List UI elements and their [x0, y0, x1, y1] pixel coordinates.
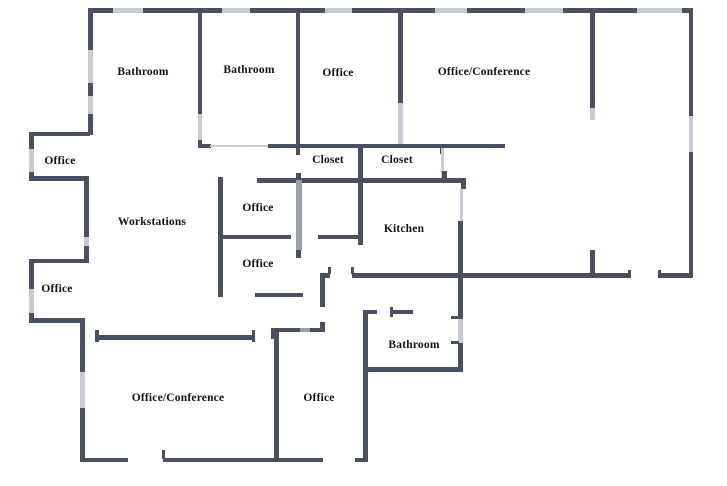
wall-segment: [442, 171, 447, 179]
wall-segment: [270, 327, 275, 339]
window-segment: [525, 8, 563, 13]
window-segment: [441, 148, 444, 178]
room-label-office-conference-top: Office/Conference: [437, 66, 531, 78]
wall-segment: [295, 250, 301, 258]
wall-segment: [358, 143, 363, 245]
room-label-bathroom-top-left: Bathroom: [117, 66, 169, 78]
room-label-bathroom-bottom: Bathroom: [388, 339, 440, 351]
window-segment: [29, 289, 34, 313]
wall-segment: [163, 457, 323, 462]
window-segment: [88, 96, 93, 114]
wall-segment: [461, 178, 466, 189]
wall-segment: [451, 315, 459, 319]
wall-segment: [320, 273, 325, 307]
room-label-closet-left: Closet: [312, 154, 344, 166]
window-segment: [435, 8, 467, 13]
room-label-closet-right: Closet: [381, 154, 413, 166]
wall-segment: [272, 327, 322, 332]
wall-segment: [97, 335, 253, 340]
window-segment: [29, 149, 34, 172]
window-segment: [84, 237, 89, 246]
window-segment: [80, 372, 85, 408]
room-label-office-conference-bottom: Office/Conference: [131, 392, 225, 404]
wall-segment: [268, 143, 505, 148]
wall-segment: [162, 450, 165, 459]
wall-segment: [658, 270, 661, 278]
wall-segment: [451, 341, 459, 344]
wall-segment: [363, 309, 377, 314]
wall-segment: [320, 322, 325, 332]
wall-segment: [31, 176, 88, 181]
room-label-office-middle-upper: Office: [242, 202, 274, 214]
wall-segment: [590, 8, 595, 108]
wall-segment: [363, 367, 459, 372]
room-label-kitchen: Kitchen: [383, 223, 425, 235]
wall-segment: [458, 343, 463, 372]
wall-segment: [31, 258, 86, 263]
wall-segment: [352, 273, 630, 278]
wall-segment: [458, 221, 463, 319]
wall-segment: [590, 250, 595, 275]
partition-segment: [300, 327, 310, 332]
room-label-office-bottom: Office: [303, 392, 335, 404]
room-label-office-top: Office: [322, 67, 354, 79]
window-segment: [210, 144, 268, 147]
wall-segment: [82, 457, 128, 462]
wall-segment: [355, 457, 367, 462]
window-segment: [590, 108, 595, 120]
wall-segment: [257, 178, 466, 183]
window-segment: [637, 8, 682, 13]
window-segment: [88, 50, 93, 83]
wall-segment: [296, 172, 301, 179]
window-segment: [458, 319, 463, 343]
window-segment: [398, 103, 403, 145]
wall-segment: [295, 8, 300, 155]
window-segment: [325, 8, 352, 13]
window-segment: [688, 116, 693, 152]
wall-segment: [322, 273, 330, 278]
wall-segment: [255, 292, 303, 297]
wall-segment: [328, 267, 331, 274]
window-segment: [113, 8, 143, 13]
wall-segment: [660, 273, 693, 278]
room-label-office-left-lower: Office: [41, 283, 73, 295]
wall-segment: [84, 176, 89, 263]
window-segment: [459, 189, 463, 221]
window-segment: [197, 114, 202, 140]
wall-segment: [318, 234, 363, 239]
wall-segment: [31, 131, 90, 136]
wall-segment: [197, 8, 202, 114]
wall-segment: [95, 330, 99, 342]
wall-segment: [628, 270, 631, 278]
wall-segment: [197, 143, 211, 148]
wall-segment: [274, 332, 279, 462]
room-label-bathroom-top-middle: Bathroom: [223, 64, 275, 76]
wall-segment: [31, 318, 83, 323]
partition-segment: [296, 180, 302, 250]
wall-segment: [390, 309, 413, 314]
wall-segment: [218, 234, 291, 239]
wall-segment: [90, 8, 693, 13]
room-label-office-left-upper: Office: [44, 155, 76, 167]
room-label-workstations: Workstations: [117, 216, 187, 228]
room-label-office-middle-lower: Office: [242, 258, 274, 270]
wall-segment: [351, 267, 354, 274]
window-segment: [222, 8, 250, 13]
wall-segment: [363, 311, 368, 462]
wall-segment: [251, 330, 255, 342]
wall-segment: [398, 8, 403, 103]
